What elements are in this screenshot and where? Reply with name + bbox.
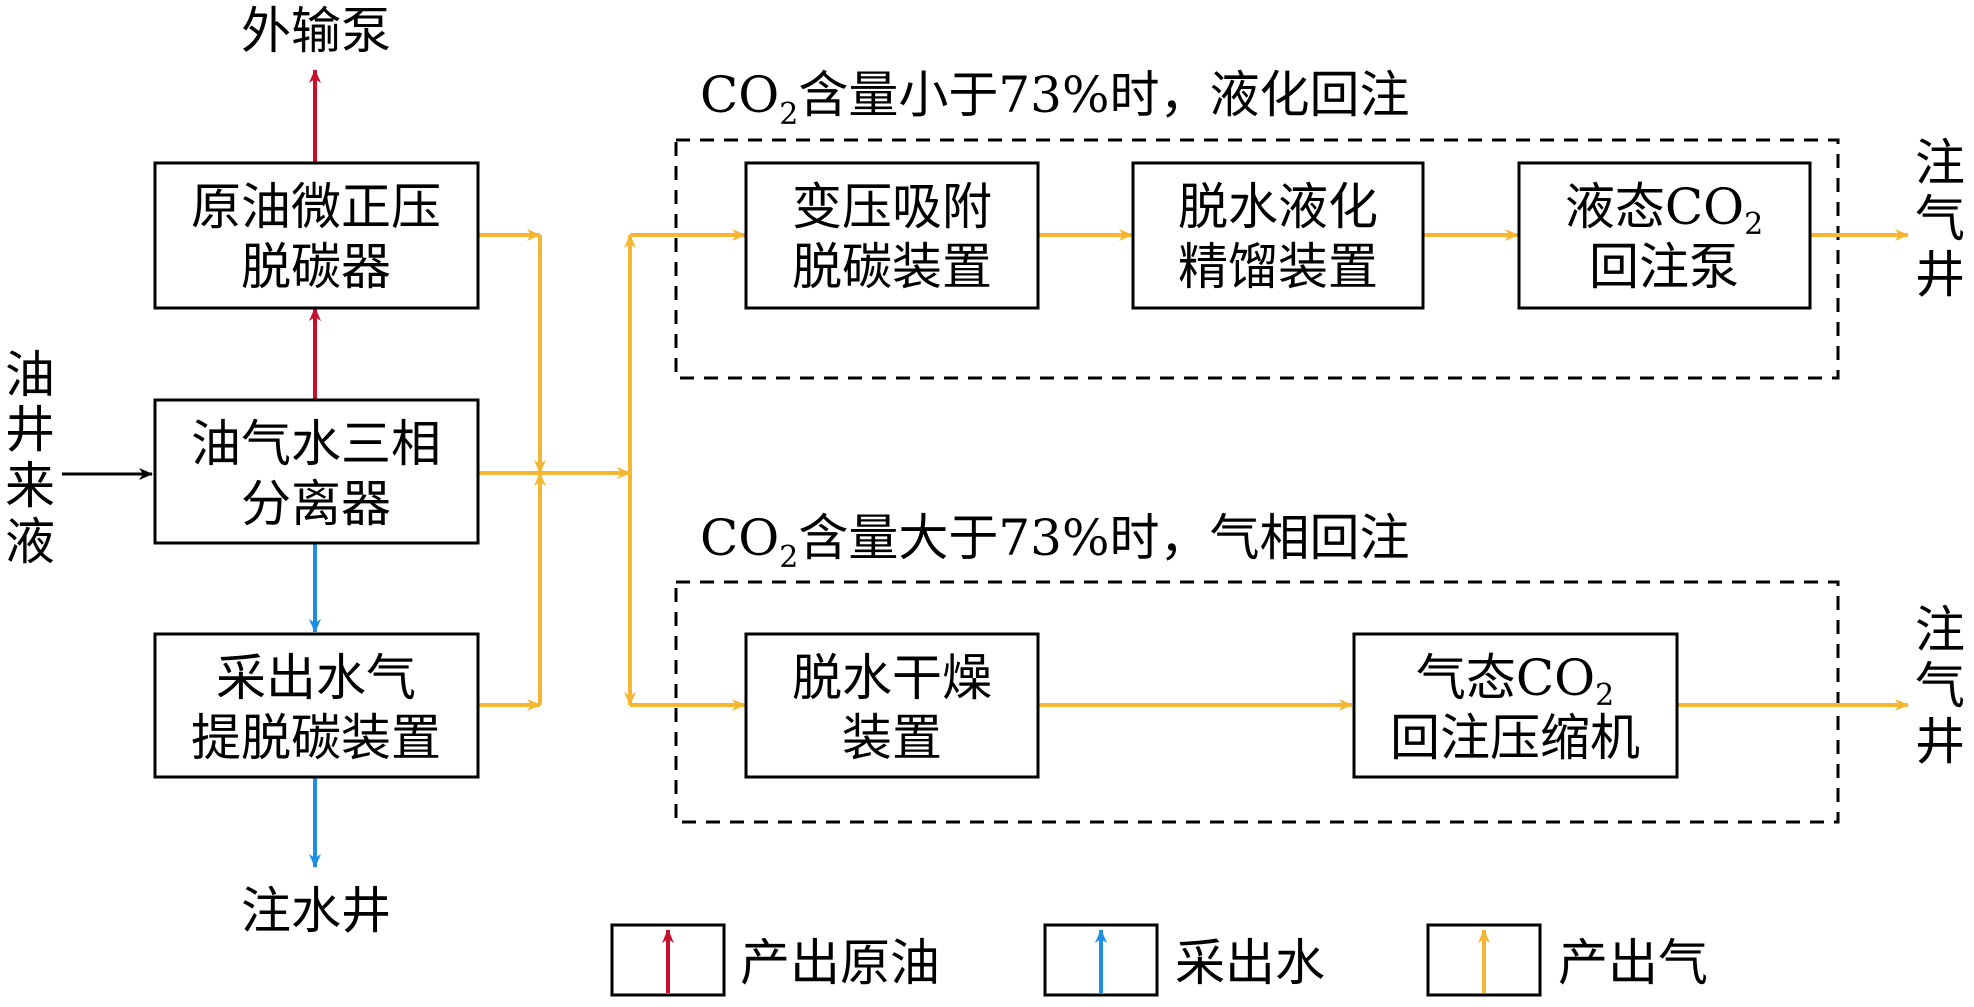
- vertical-char: 气: [1915, 657, 1965, 715]
- node-line: 精馏装置: [1178, 238, 1378, 296]
- node-drying: 脱水干燥 装置: [744, 632, 1040, 779]
- node-line: 采出水气: [216, 649, 416, 707]
- caption-prefix: CO: [700, 66, 779, 124]
- node-water-strip: 采出水气 提脱碳装置: [153, 632, 480, 779]
- legend-label-oil: 产出原油: [740, 934, 940, 992]
- vertical-char: 液: [5, 513, 55, 571]
- caption-text: 含量小于73%时，液化回注: [798, 66, 1409, 124]
- node-liquid-pump: 液态CO2 回注泵: [1517, 161, 1812, 310]
- node-line: 脱水干燥: [792, 649, 992, 707]
- caption-text: 含量大于73%时，气相回注: [798, 509, 1409, 567]
- legend-item-water: 采出水: [1043, 923, 1325, 997]
- node-line: 回注压缩机: [1390, 709, 1640, 767]
- node-line-main: 液态CO: [1565, 178, 1744, 236]
- group-frame-gas-phase: [674, 580, 1840, 824]
- legend-label-water: 采出水: [1175, 934, 1325, 992]
- node-dehydration-liquefaction: 脱水液化 精馏装置: [1131, 161, 1425, 310]
- node-line: 脱碳装置: [792, 238, 992, 296]
- label-gas-injection-well-bottom: 注 气 井: [1915, 601, 1965, 771]
- node-gas-compressor: 气态CO2 回注压缩机: [1352, 632, 1679, 779]
- node-line: 油气水三相: [191, 415, 441, 473]
- label-water-injection-well: 注水井: [241, 882, 391, 940]
- co2-subscript: 2: [1595, 678, 1614, 713]
- node-line: 液态CO2: [1565, 178, 1763, 242]
- group-frame-liquefaction: [674, 138, 1840, 380]
- label-oil-well-feed: 油 井 来 液: [5, 346, 55, 571]
- vertical-char: 注: [1915, 134, 1965, 192]
- vertical-char: 来: [5, 457, 55, 515]
- vertical-char: 气: [1915, 190, 1965, 248]
- node-line: 回注泵: [1589, 238, 1739, 296]
- co2-subscript: 2: [1744, 207, 1763, 242]
- node-line-main: 气态CO: [1416, 649, 1595, 707]
- label-export-pump: 外输泵: [241, 2, 391, 60]
- vertical-char: 井: [1915, 246, 1965, 304]
- node-line: 变压吸附: [792, 178, 992, 236]
- vertical-char: 油: [5, 346, 55, 404]
- node-crude-decarb: 原油微正压 脱碳器: [153, 161, 480, 310]
- node-line: 脱碳器: [241, 238, 391, 296]
- legend-item-oil: 产出原油: [610, 923, 940, 997]
- legend-item-gas: 产出气: [1426, 923, 1708, 997]
- group-caption-gas-phase: CO2含量大于73%时，气相回注: [700, 509, 1409, 575]
- node-line: 提脱碳装置: [191, 709, 441, 767]
- node-line: 分离器: [241, 475, 391, 533]
- caption-prefix: CO: [700, 509, 779, 567]
- group-caption-liquefaction: CO2含量小于73%时，液化回注: [700, 66, 1409, 132]
- legend-label-gas: 产出气: [1558, 934, 1708, 992]
- node-separator: 油气水三相 分离器: [153, 398, 480, 545]
- caption-subscript: 2: [779, 97, 798, 132]
- legend: 产出原油 采出水 产出气: [610, 923, 1708, 997]
- vertical-char: 井: [5, 401, 55, 459]
- vertical-char: 注: [1915, 601, 1965, 659]
- node-line: 脱水液化: [1178, 178, 1378, 236]
- caption-subscript: 2: [779, 540, 798, 575]
- node-line: 装置: [842, 709, 942, 767]
- node-line: 原油微正压: [191, 178, 441, 236]
- node-psa: 变压吸附 脱碳装置: [744, 161, 1040, 310]
- node-line: 气态CO2: [1416, 649, 1614, 713]
- vertical-char: 井: [1915, 713, 1965, 771]
- label-gas-injection-well-top: 注 气 井: [1915, 134, 1965, 304]
